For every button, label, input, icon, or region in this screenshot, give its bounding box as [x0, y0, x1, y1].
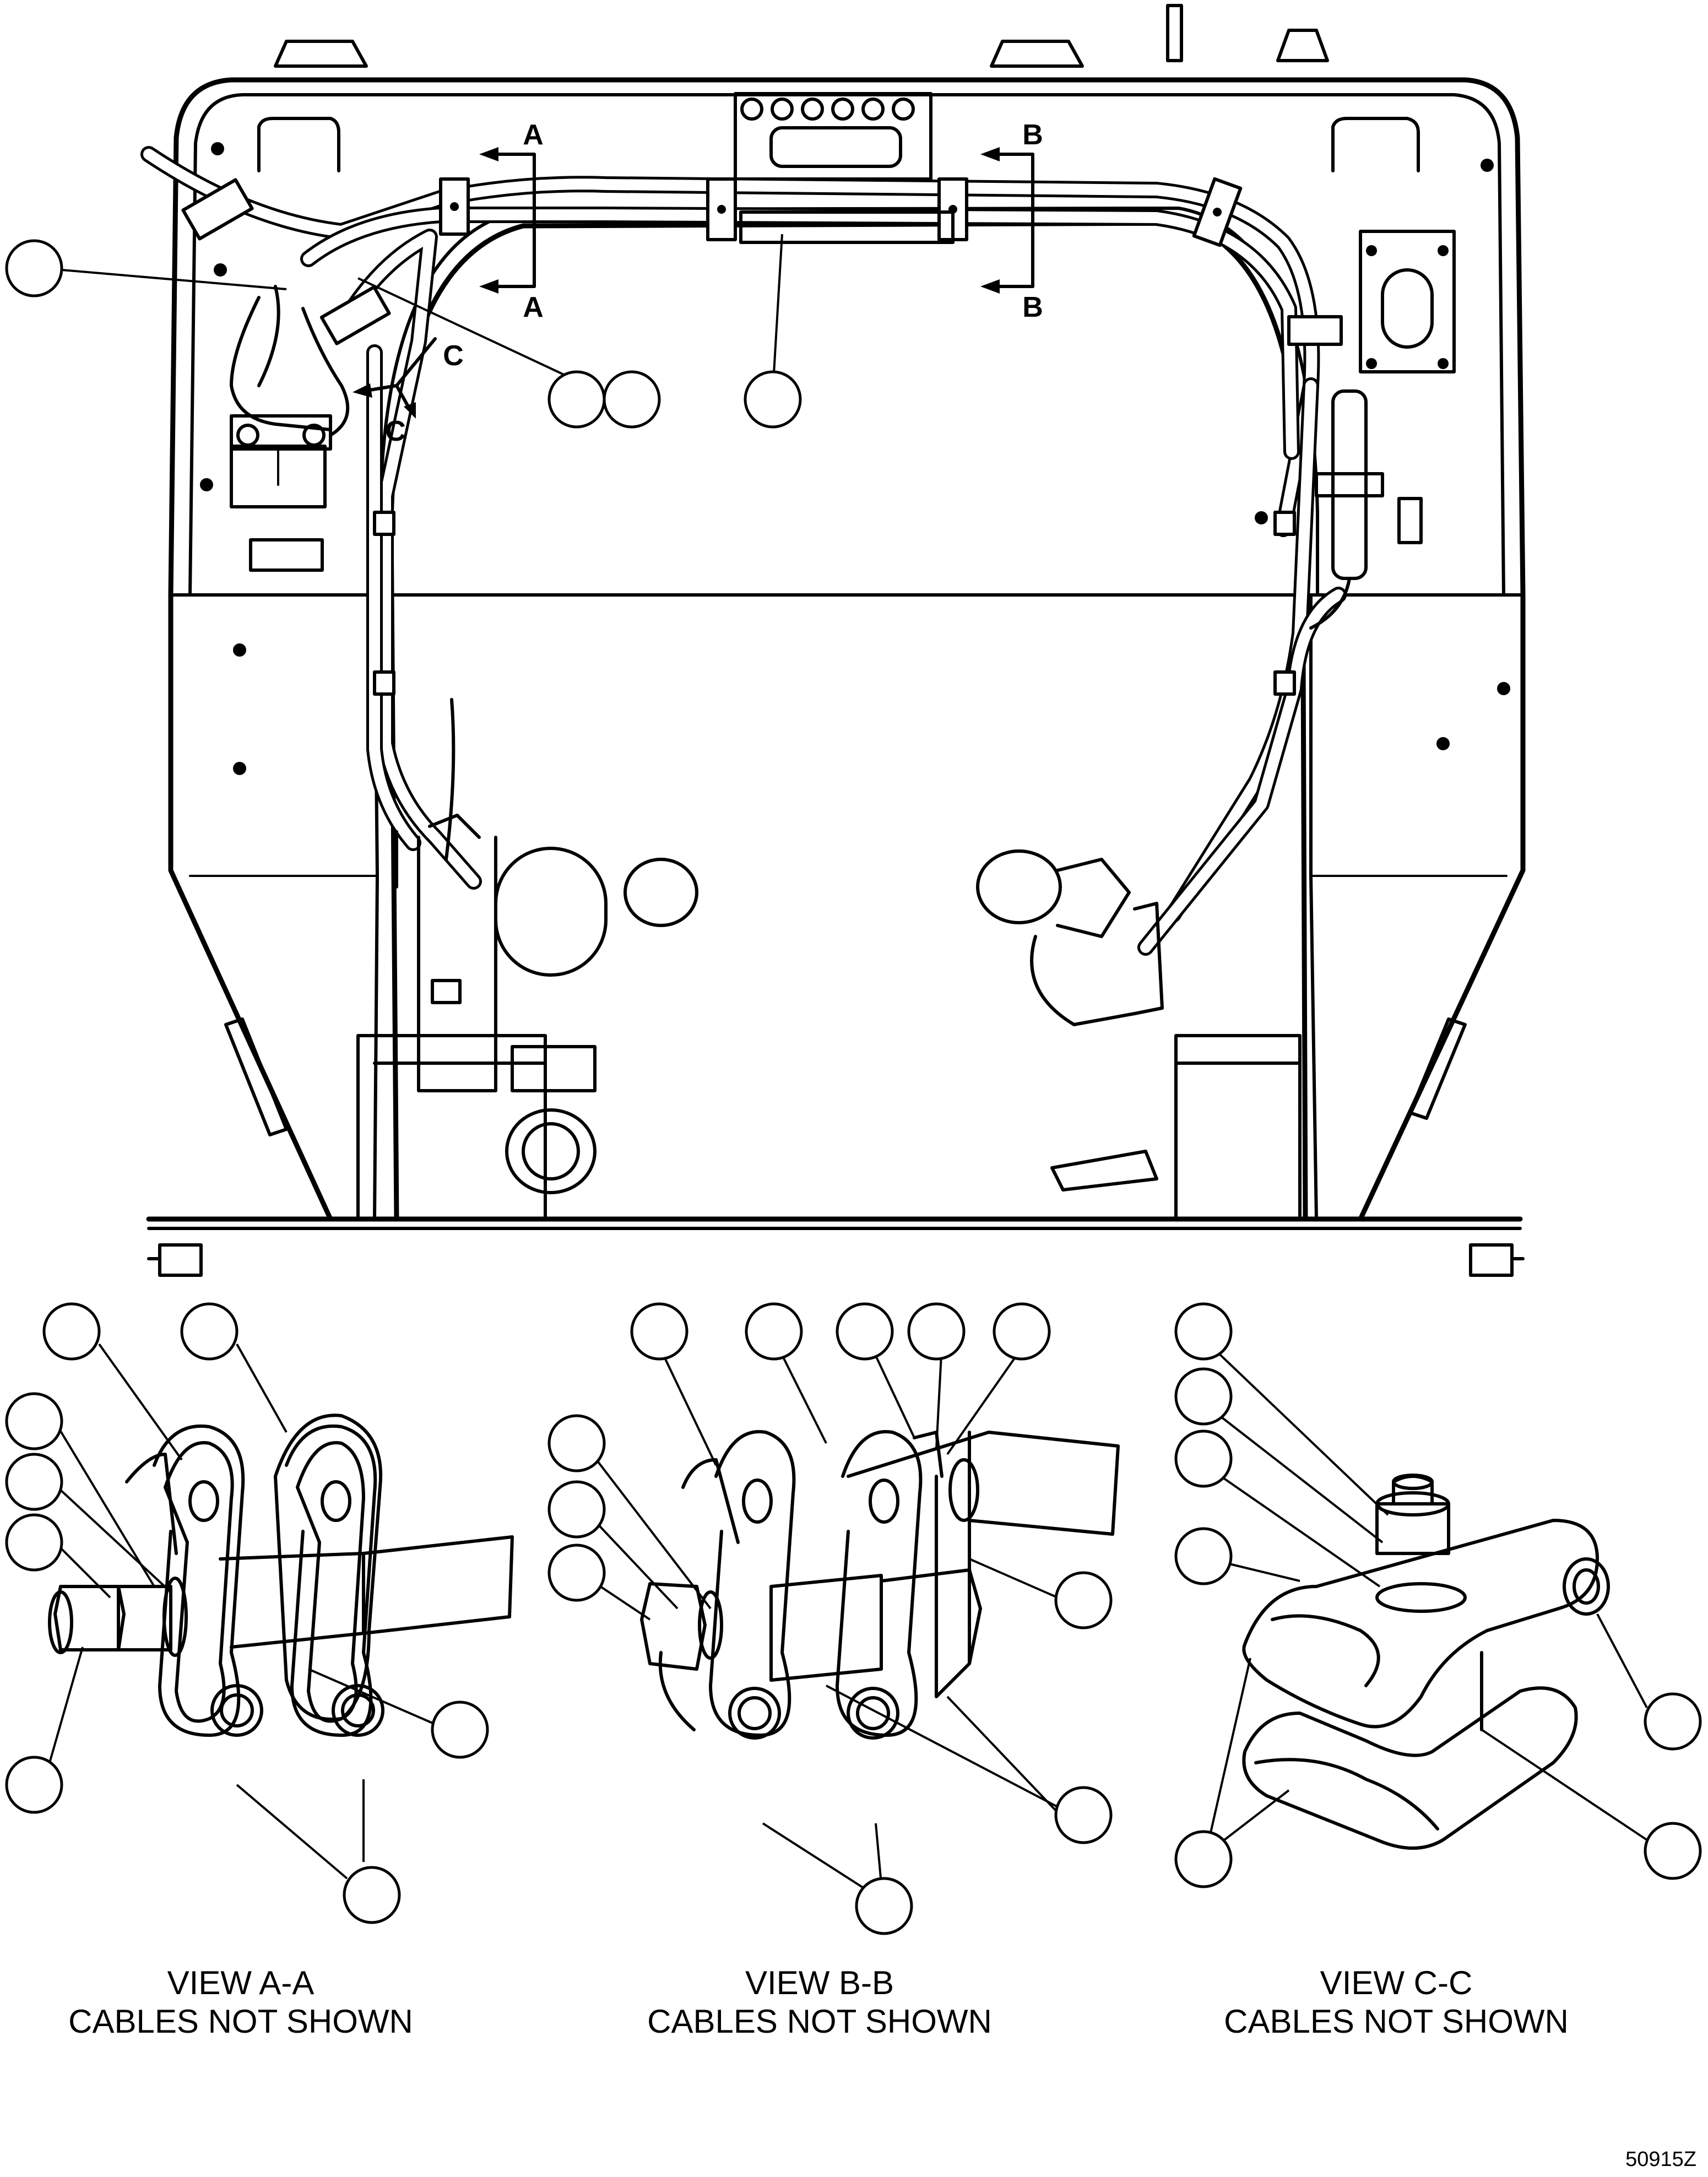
section-marker-b-bottom: B	[1022, 291, 1043, 323]
drawing-number: 50915Z	[1625, 2148, 1696, 2171]
section-markers: A A B B C C	[353, 119, 1043, 447]
captions: VIEW A-A CABLES NOT SHOWN VIEW B-B CABLE…	[68, 1964, 1696, 2171]
main-frame	[146, 4, 1526, 1277]
view-c-c-note: CABLES NOT SHOWN	[1224, 2003, 1569, 2040]
section-marker-a-top: A	[523, 119, 544, 151]
view-a-a-illustration	[48, 1414, 514, 1737]
view-b-b-illustration	[640, 1430, 1120, 1740]
view-b-b-title: VIEW B-B	[745, 1964, 894, 2001]
main-callouts	[5, 234, 802, 429]
section-marker-a-bottom: A	[523, 291, 544, 323]
top-block-holes	[740, 98, 915, 121]
callout-balloon	[5, 239, 63, 297]
view-b-b-callouts	[547, 1302, 1113, 1935]
view-a-a-note: CABLES NOT SHOWN	[68, 2003, 413, 2040]
view-a-a-callouts	[5, 1302, 489, 1924]
section-marker-c-bottom: C	[385, 415, 406, 447]
callout-balloon	[603, 370, 661, 429]
view-c-c-illustration	[1242, 1474, 1610, 1850]
view-c-c-title: VIEW C-C	[1320, 1964, 1473, 2001]
section-marker-b-top: B	[1022, 119, 1043, 151]
view-b-b-note: CABLES NOT SHOWN	[647, 2003, 992, 2040]
callout-balloon	[547, 370, 606, 429]
cable-harness	[140, 146, 1384, 1194]
callout-balloon	[744, 370, 802, 429]
view-a-a-title: VIEW A-A	[167, 1964, 315, 2001]
view-c-c-callouts	[1174, 1302, 1702, 1888]
section-marker-c-top: C	[443, 340, 464, 372]
